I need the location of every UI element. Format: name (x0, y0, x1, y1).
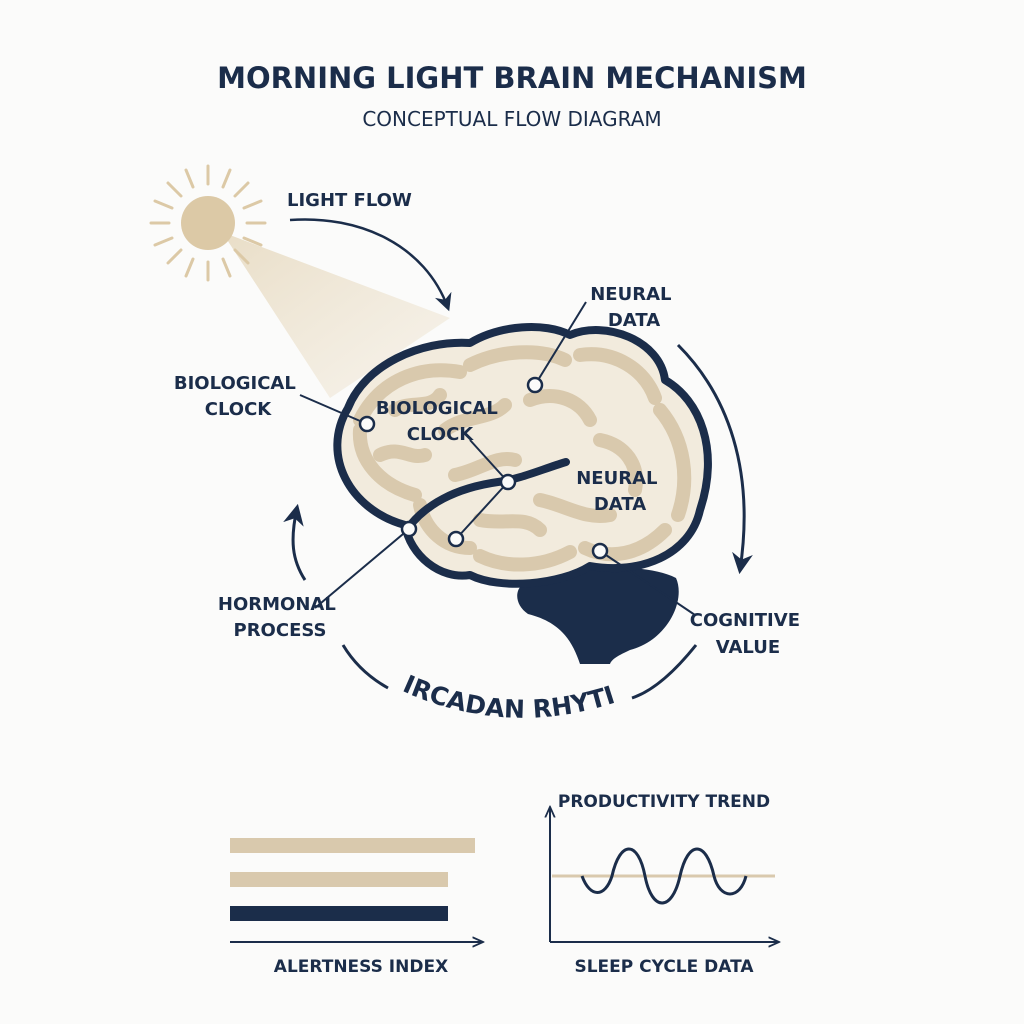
productivity-panel: PRODUCTIVITY TREND SLEEP CYCLE DATA (550, 792, 778, 977)
productivity-wave (580, 847, 748, 905)
label-neural-data-top: NEURAL DATA (590, 284, 678, 331)
alertness-bars-panel: ALERTNESS INDEX (230, 838, 482, 977)
light-beam (222, 232, 450, 398)
alertness-bar-2 (230, 872, 448, 887)
page-title: MORNING LIGHT BRAIN MECHANISM (217, 61, 807, 95)
productivity-xlabel: SLEEP CYCLE DATA (574, 957, 754, 977)
brain-illustration (333, 323, 712, 664)
alertness-bar-1 (230, 838, 475, 853)
label-biological-clock-inner: BIOLOGICAL CLOCK (376, 398, 504, 445)
connector-nodes (358, 376, 609, 560)
page-subtitle: CONCEPTUAL FLOW DIAGRAM (362, 107, 661, 131)
leader-lines (299, 301, 696, 616)
label-neural-data-inner: NEURAL DATA (576, 468, 664, 515)
light-flow-arrow (289, 218, 452, 312)
circadian-cycle-arrows (283, 343, 753, 700)
alertness-xlabel: ALERTNESS INDEX (274, 957, 448, 977)
label-light-flow: LIGHT FLOW (287, 190, 412, 211)
alertness-bar-3 (230, 906, 448, 921)
sun-icon (149, 164, 267, 282)
productivity-title: PRODUCTIVITY TREND (558, 792, 770, 812)
label-biological-clock-left: BIOLOGICAL CLOCK (174, 373, 302, 420)
label-hormonal-process: HORMONAL PROCESS (218, 594, 342, 641)
label-cognitive-value: COGNITIVE VALUE (690, 610, 807, 658)
alertness-bars (230, 838, 475, 921)
